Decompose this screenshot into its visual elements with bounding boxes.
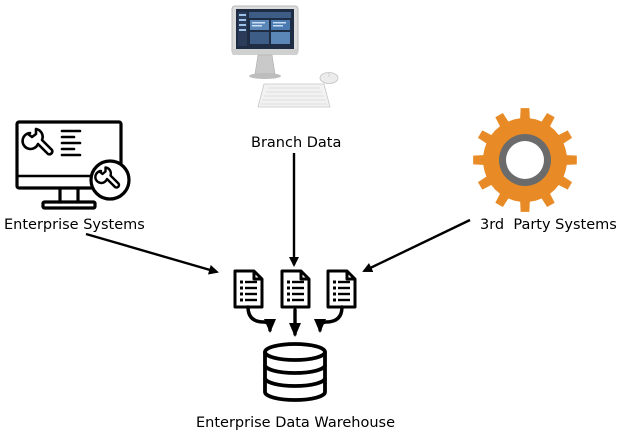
third-party-systems-label: 3rd Party Systems [480, 217, 617, 233]
document-icon [326, 269, 357, 309]
arrow-enterprise-to-documents [85, 232, 219, 275]
branch-data-label: Branch Data [251, 135, 342, 151]
incoming-arrows [85, 153, 471, 275]
monitor-wrench-icon [15, 120, 131, 210]
gear-icon [473, 108, 577, 212]
arrow-doc-right-to-database [314, 305, 344, 333]
database-icon [263, 342, 327, 402]
arrow-doc-left-to-database [246, 305, 276, 333]
document-icon [233, 269, 264, 309]
data-warehouse-label: Enterprise Data Warehouse [196, 415, 396, 431]
document-icon [280, 269, 311, 309]
enterprise-systems-label: Enterprise Systems [4, 217, 145, 233]
desktop-computer-icon [231, 5, 339, 108]
outgoing-arrows [246, 305, 344, 337]
gear-hole [506, 141, 544, 179]
documents-group [233, 269, 357, 309]
arrow-third-party-to-documents [362, 218, 471, 273]
